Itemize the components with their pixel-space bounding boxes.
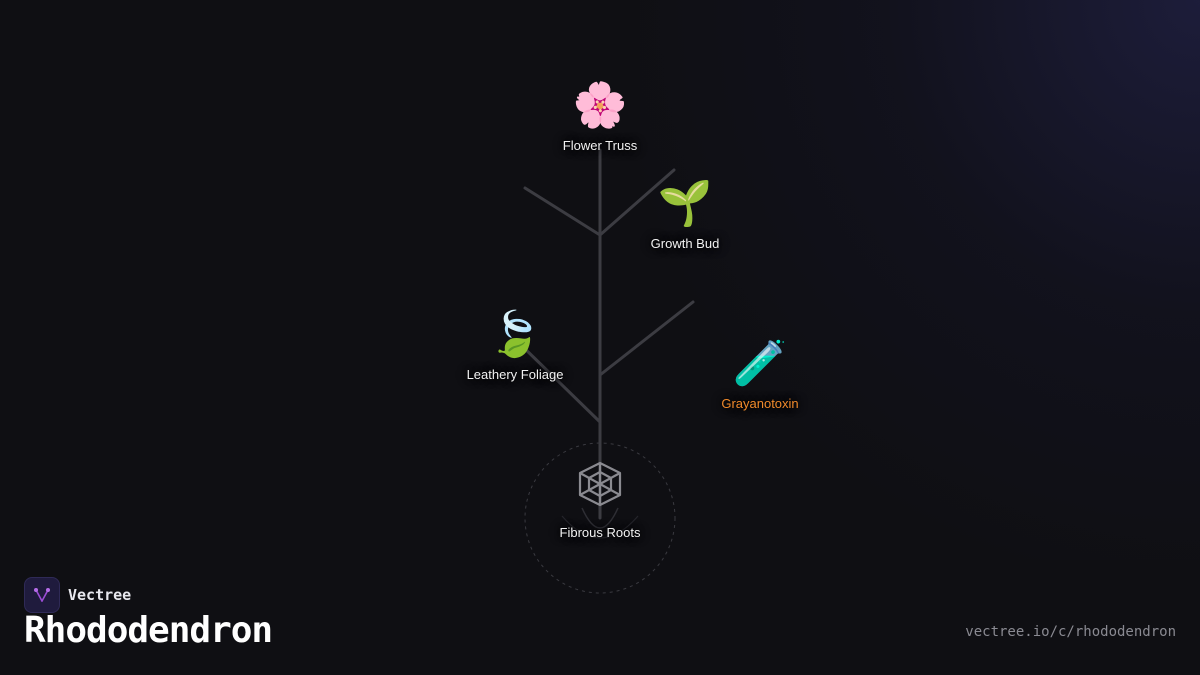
node-grayanotoxin[interactable]: 🧪 Grayanotoxin	[721, 338, 798, 411]
vectree-logo-icon	[24, 577, 60, 613]
node-growth-bud[interactable]: 🌱 Growth Bud	[651, 178, 720, 251]
brand-name: Vectree	[68, 586, 132, 604]
node-leathery-foliage[interactable]: 🍃 Leathery Foliage	[467, 309, 564, 382]
node-label: Flower Truss	[562, 138, 638, 153]
node-label: Grayanotoxin	[721, 396, 799, 411]
node-label: Growth Bud	[650, 236, 720, 251]
node-label: Fibrous Roots	[559, 525, 641, 540]
node-flower-truss[interactable]: 🌸 Flower Truss	[563, 80, 637, 153]
root-dashed-circle	[524, 442, 676, 594]
test-tube-icon: 🧪	[732, 338, 788, 389]
root-web-icon	[578, 461, 622, 507]
seedling-icon: 🌱	[657, 178, 713, 229]
page-url[interactable]: vectree.io/c/rhododendron	[965, 624, 1176, 640]
root-arc-outer	[561, 515, 639, 539]
branch-upper-left	[523, 186, 602, 237]
branch-lower-left	[518, 342, 602, 424]
root-zone	[524, 442, 676, 594]
node-fibrous-roots[interactable]: Fibrous Roots	[560, 519, 641, 540]
branch-upper-right	[598, 168, 676, 237]
page-title: Rhododendron	[24, 610, 273, 651]
leaves-icon: 🍃	[487, 309, 543, 360]
root-arc	[581, 507, 619, 529]
cherry-blossom-icon: 🌸	[572, 80, 628, 131]
branch-middle-right	[598, 300, 695, 377]
brand: Vectree	[24, 577, 131, 613]
node-label: Leathery Foliage	[466, 367, 564, 382]
